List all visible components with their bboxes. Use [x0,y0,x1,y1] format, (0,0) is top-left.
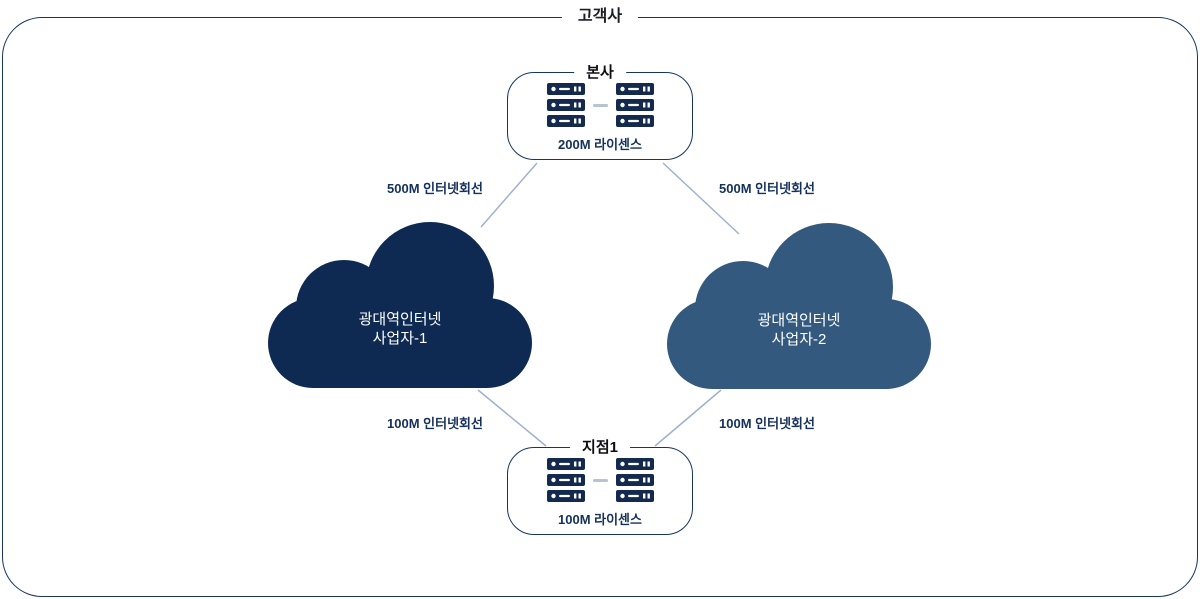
link-label-isp1-branch: 100M 인터넷회선 [387,416,483,431]
isp1-name-line1: 광대역인터넷 [358,311,442,328]
cloud-icon [667,223,931,389]
isp2-name-line1: 광대역인터넷 [757,312,841,329]
hq-license-label: 200M 라이센스 [558,137,642,152]
branch-license-label: 100M 라이센스 [558,512,642,527]
server-stack-icon [615,458,654,502]
hq-node-title: 본사 [574,62,626,83]
hq-servers-row [546,83,654,127]
branch-servers-row [546,458,654,502]
isp2-cloud: 광대역인터넷 사업자-2 [667,223,931,389]
isp1-cloud-label: 광대역인터넷 사업자-1 [268,310,532,348]
isp2-name-line2: 사업자-2 [771,331,827,348]
server-link-dash [592,478,608,482]
isp2-cloud-label: 광대역인터넷 사업자-2 [667,311,931,349]
server-stack-icon [546,83,585,127]
server-stack-icon [546,458,585,502]
link-label-isp2-branch: 100M 인터넷회선 [719,416,815,431]
customer-boundary-label: 고객사 [561,6,639,28]
link-label-hq-isp2: 500M 인터넷회선 [719,181,815,196]
isp1-cloud: 광대역인터넷 사업자-1 [268,222,532,388]
server-stack-icon [615,83,654,127]
branch-node-title: 지점1 [570,437,630,458]
cloud-icon [268,222,532,388]
link-label-hq-isp1: 500M 인터넷회선 [387,181,483,196]
branch-node: 지점1 [507,437,693,535]
isp1-name-line2: 사업자-1 [372,330,428,347]
hq-node: 본사 [507,62,693,160]
server-link-dash [592,103,608,107]
